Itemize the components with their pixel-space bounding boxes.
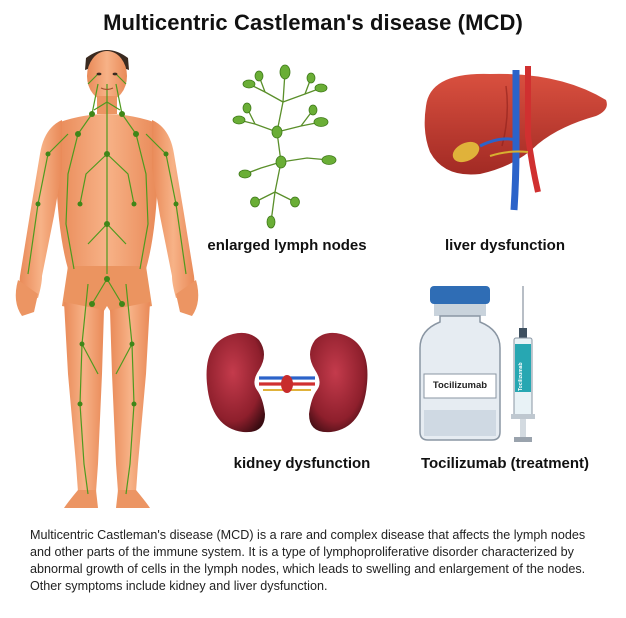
label-kidney-dysfunction: kidney dysfunction xyxy=(233,455,371,472)
description-paragraph: Multicentric Castleman's disease (MCD) i… xyxy=(30,528,586,593)
kidneys-illustration xyxy=(203,328,371,438)
liver-illustration xyxy=(420,66,610,214)
tocilizumab-syringe: Tocilizumab xyxy=(508,286,538,444)
tocilizumab-vial: Tocilizumab xyxy=(418,286,502,442)
lymph-nodes-illustration xyxy=(225,62,345,232)
page-title: Multicentric Castleman's disease (MCD) xyxy=(103,10,523,35)
syringe-label: Tocilizumab xyxy=(518,362,524,391)
label-liver-dysfunction: liver dysfunction xyxy=(444,237,566,254)
label-tocilizumab-treatment: Tocilizumab (treatment) xyxy=(420,455,590,472)
human-body-illustration xyxy=(8,44,206,514)
vial-label: Tocilizumab xyxy=(432,380,488,391)
label-enlarged-lymph-nodes: enlarged lymph nodes xyxy=(207,237,367,254)
